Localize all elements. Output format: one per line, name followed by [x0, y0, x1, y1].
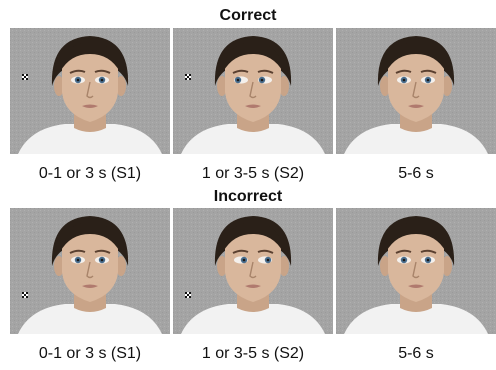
- caption-correct-s2: 1 or 3-5 s (S2): [163, 165, 343, 183]
- right-pupil: [101, 259, 104, 262]
- section-title-correct: Correct: [0, 7, 496, 25]
- face-panel-incorrect-s2: [173, 208, 333, 334]
- caption-incorrect-end: 5-6 s: [326, 345, 496, 363]
- caption-correct-end: 5-6 s: [326, 165, 496, 183]
- checkerboard-cue: [185, 74, 191, 80]
- left-pupil: [77, 259, 80, 262]
- right-pupil: [427, 259, 430, 262]
- face-panel-correct-end: [336, 28, 496, 154]
- right-pupil: [267, 259, 270, 262]
- left-pupil: [243, 259, 246, 262]
- face-panel-correct-s1: [10, 28, 170, 154]
- section-title-incorrect: Incorrect: [0, 188, 496, 206]
- left-pupil: [403, 259, 406, 262]
- caption-incorrect-s1: 0-1 or 3 s (S1): [0, 345, 180, 363]
- caption-incorrect-s2: 1 or 3-5 s (S2): [163, 345, 343, 363]
- face-panel-incorrect-s1: [10, 208, 170, 334]
- face-panel-correct-s2: [173, 28, 333, 154]
- checkerboard-cue: [22, 74, 28, 80]
- right-pupil: [261, 79, 264, 82]
- left-pupil: [403, 79, 406, 82]
- left-pupil: [237, 79, 240, 82]
- checkerboard-cue: [22, 292, 28, 298]
- checkerboard-cue: [185, 292, 191, 298]
- right-pupil: [427, 79, 430, 82]
- left-pupil: [77, 79, 80, 82]
- right-pupil: [101, 79, 104, 82]
- face-panel-incorrect-end: [336, 208, 496, 334]
- caption-correct-s1: 0-1 or 3 s (S1): [0, 165, 180, 183]
